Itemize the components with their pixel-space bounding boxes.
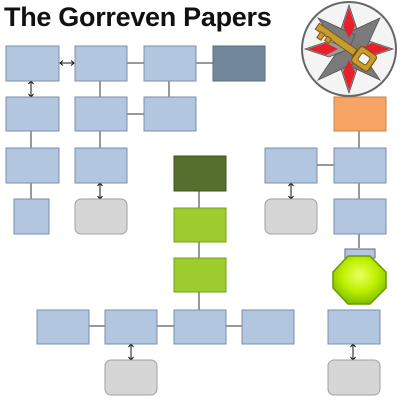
room[interactable] <box>5 96 60 132</box>
room-green[interactable] <box>173 207 227 243</box>
double-arrow-vertical <box>128 343 134 361</box>
room-green[interactable] <box>173 257 227 293</box>
octagon-shape <box>332 255 387 305</box>
room-orange[interactable] <box>333 96 387 132</box>
rooms <box>5 45 387 396</box>
room[interactable] <box>333 198 387 235</box>
room[interactable] <box>5 45 60 82</box>
double-arrow-vertical <box>28 80 34 98</box>
room[interactable] <box>74 147 128 184</box>
room[interactable] <box>36 309 90 345</box>
room[interactable] <box>104 309 158 345</box>
room[interactable] <box>327 309 381 345</box>
room[interactable] <box>264 147 318 184</box>
room[interactable] <box>173 309 227 345</box>
compass-star-key-icon <box>301 1 397 97</box>
room-gray[interactable] <box>264 198 318 235</box>
double-arrow-vertical <box>97 182 103 200</box>
page-title: The Gorreven Papers <box>4 2 272 32</box>
double-arrow-vertical <box>288 182 294 200</box>
room[interactable] <box>143 45 197 82</box>
double-arrow-horizontal <box>59 60 75 66</box>
room[interactable] <box>74 45 128 82</box>
room[interactable] <box>333 147 387 184</box>
octagon-room[interactable] <box>332 248 387 305</box>
room[interactable] <box>143 96 197 132</box>
room-gray[interactable] <box>327 359 381 396</box>
room[interactable] <box>241 309 295 345</box>
room-connectors <box>30 62 360 327</box>
room-dark-green[interactable] <box>173 155 227 192</box>
room[interactable] <box>5 147 60 184</box>
double-arrow-vertical <box>350 343 356 361</box>
room[interactable] <box>13 198 50 235</box>
double-arrows <box>28 60 356 361</box>
room[interactable] <box>74 96 128 132</box>
room-gray[interactable] <box>74 198 128 235</box>
room-gray[interactable] <box>104 359 158 396</box>
room-dark[interactable] <box>212 45 266 82</box>
